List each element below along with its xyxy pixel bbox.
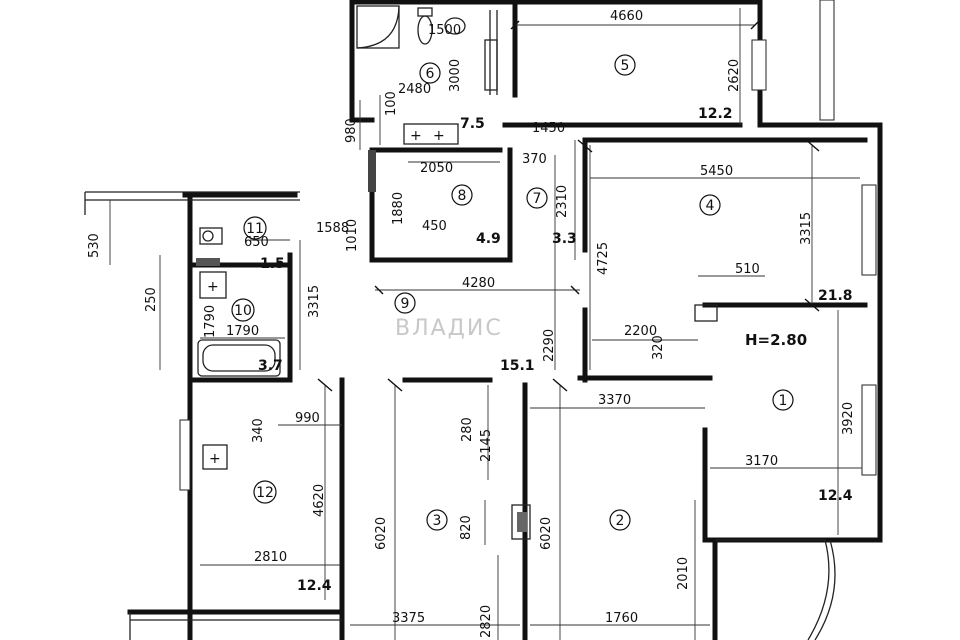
svg-text:2480: 2480 — [398, 82, 431, 97]
room-number-4: 4 — [699, 194, 721, 216]
svg-text:2810: 2810 — [254, 550, 287, 565]
ceiling-height: H=2.80 — [745, 331, 807, 349]
walls — [84, 0, 883, 640]
room-number-3: 3 — [426, 509, 448, 531]
svg-text:2145: 2145 — [479, 429, 494, 462]
svg-text:1450: 1450 — [532, 121, 565, 136]
svg-text:1790: 1790 — [203, 305, 218, 338]
room-area-10: 3.7 — [258, 358, 283, 374]
svg-text:2200: 2200 — [624, 324, 657, 339]
room-area-5: 12.2 — [698, 106, 733, 122]
svg-text:4: 4 — [706, 198, 715, 214]
room-number-9: 9 — [394, 292, 416, 314]
svg-text:5: 5 — [621, 58, 630, 74]
svg-text:6: 6 — [426, 66, 435, 82]
svg-text:2820: 2820 — [479, 605, 494, 638]
svg-text:8: 8 — [458, 188, 467, 204]
svg-text:280: 280 — [460, 417, 475, 442]
room-number-11: 11 — [243, 216, 267, 240]
svg-text:450: 450 — [422, 219, 447, 234]
svg-text:2050: 2050 — [420, 161, 453, 176]
room-number-10: 10 — [231, 298, 255, 322]
svg-text:1790: 1790 — [226, 324, 259, 339]
room-area-8: 4.9 — [476, 231, 501, 247]
svg-text:6020: 6020 — [539, 517, 554, 550]
watermark: ВЛАДИС — [395, 316, 503, 341]
svg-text:3920: 3920 — [841, 402, 856, 435]
svg-text:+: + — [207, 279, 219, 295]
svg-text:980: 980 — [344, 118, 359, 143]
svg-text:4660: 4660 — [610, 9, 643, 24]
svg-text:3370: 3370 — [598, 393, 631, 408]
svg-text:3: 3 — [433, 513, 442, 529]
svg-text:4280: 4280 — [462, 276, 495, 291]
svg-text:340: 340 — [251, 418, 266, 443]
svg-text:1880: 1880 — [391, 192, 406, 225]
svg-text:10: 10 — [234, 303, 252, 319]
svg-text:+: + — [410, 128, 422, 144]
svg-text:510: 510 — [735, 262, 760, 277]
room-area-6: 7.5 — [460, 116, 485, 132]
svg-text:650: 650 — [244, 235, 269, 250]
svg-text:100: 100 — [384, 91, 399, 116]
svg-text:2010: 2010 — [676, 557, 691, 590]
svg-text:4725: 4725 — [596, 242, 611, 275]
svg-text:2310: 2310 — [555, 185, 570, 218]
svg-text:250: 250 — [144, 287, 159, 312]
svg-text:3000: 3000 — [448, 59, 463, 92]
svg-text:9: 9 — [401, 296, 410, 312]
svg-text:2290: 2290 — [542, 329, 557, 362]
svg-text:3315: 3315 — [307, 285, 322, 318]
svg-text:5450: 5450 — [700, 164, 733, 179]
room-area-1: 12.4 — [818, 488, 853, 504]
svg-text:11: 11 — [246, 221, 264, 237]
room-number-5: 5 — [614, 54, 636, 76]
svg-text:2: 2 — [616, 513, 625, 529]
room-number-8: 8 — [451, 184, 473, 206]
svg-text:1760: 1760 — [605, 611, 638, 626]
room-area-7: 3.3 — [552, 231, 577, 247]
svg-text:1010: 1010 — [345, 219, 360, 252]
windows — [179, 0, 877, 491]
svg-text:4620: 4620 — [312, 484, 327, 517]
svg-text:12: 12 — [256, 485, 274, 501]
svg-text:820: 820 — [459, 515, 474, 540]
room-number-12: 12 — [253, 480, 277, 504]
svg-text:3315: 3315 — [799, 212, 814, 245]
room-area-4: 21.8 — [818, 288, 853, 304]
svg-text:1588: 1588 — [316, 221, 349, 236]
room-area-9: 15.1 — [500, 358, 535, 374]
svg-text:990: 990 — [295, 411, 320, 426]
svg-text:6020: 6020 — [374, 517, 389, 550]
room-area-11: 1.5 — [260, 256, 285, 272]
svg-text:3170: 3170 — [745, 454, 778, 469]
room-number-7: 7 — [526, 187, 548, 209]
room-area-12: 12.4 — [297, 578, 332, 594]
svg-text:320: 320 — [651, 335, 666, 360]
svg-text:530: 530 — [87, 233, 102, 258]
svg-text:+: + — [433, 128, 445, 144]
dimension-labels: 4660 2620 1500 3000 2480 100 980 1450 20… — [87, 9, 856, 638]
dimension-lines — [109, 8, 862, 640]
svg-text:+: + — [209, 451, 221, 467]
svg-text:1500: 1500 — [428, 23, 461, 38]
room-number-2: 2 — [609, 509, 631, 531]
fixtures: + + + + — [196, 5, 718, 540]
svg-text:1: 1 — [779, 393, 788, 409]
room-number-1: 1 — [772, 389, 794, 411]
room-number-6: 6 — [419, 62, 441, 84]
svg-text:3375: 3375 — [392, 611, 425, 626]
svg-text:7: 7 — [533, 191, 542, 207]
svg-text:2620: 2620 — [727, 59, 742, 92]
svg-text:370: 370 — [522, 152, 547, 167]
